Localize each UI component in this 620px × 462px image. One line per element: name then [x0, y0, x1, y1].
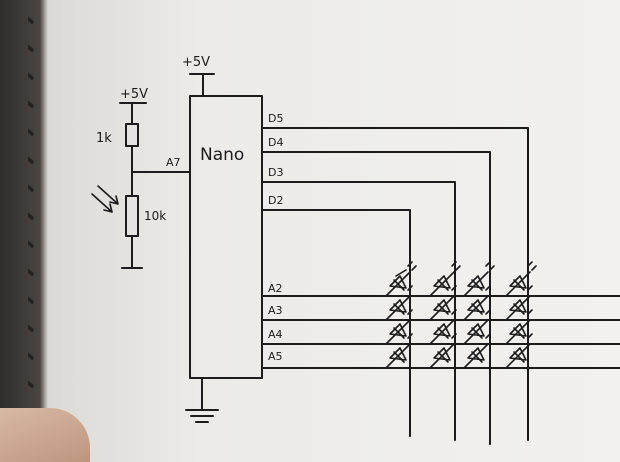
led-matrix: [385, 261, 537, 369]
vcc-top-wire: [189, 73, 215, 97]
led: [385, 309, 413, 345]
led: [505, 309, 533, 345]
led: [505, 261, 537, 297]
led: [429, 261, 461, 297]
resistor-1k: [125, 123, 139, 147]
spiral-binding: [28, 16, 34, 416]
led: [463, 285, 491, 321]
divider-mid-wire: [131, 145, 191, 197]
circuit-diagram: Nano +5V +5V 1k A7 10k D5 D4: [28, 16, 620, 445]
ldr-resistor-label: 10k: [144, 209, 166, 223]
pin-label-d3: D3: [268, 166, 283, 179]
led: [463, 333, 491, 369]
wire-d2: [261, 209, 411, 437]
led: [429, 309, 457, 345]
divider-top-wire: [119, 102, 147, 125]
led: [505, 285, 533, 321]
pin-label-d4: D4: [268, 136, 283, 149]
led: [463, 309, 491, 345]
ground-symbol: [185, 377, 219, 423]
wire-d5: [261, 127, 529, 441]
led: [385, 285, 413, 321]
thumb: [0, 408, 90, 462]
led: [429, 333, 457, 369]
pin-label-a2: A2: [268, 282, 283, 295]
analog-in-label: A7: [166, 156, 181, 169]
wire-d3: [261, 181, 456, 441]
pin-label-a3: A3: [268, 304, 283, 317]
pin-label-a5: A5: [268, 350, 283, 363]
chip-label: Nano: [200, 145, 244, 165]
pin-label-d2: D2: [268, 194, 283, 207]
vcc-divider-label: +5V: [120, 87, 148, 102]
light-arrows-icon: [91, 185, 119, 213]
led: [429, 285, 457, 321]
led: [385, 261, 417, 297]
led: [463, 261, 495, 297]
led: [505, 333, 533, 369]
ldr-resistor: [125, 195, 139, 237]
vcc-top-label: +5V: [182, 55, 210, 70]
led: [385, 333, 413, 369]
pin-label-a4: A4: [268, 328, 283, 341]
pin-label-d5: D5: [268, 112, 283, 125]
resistor-1k-label: 1k: [96, 131, 112, 146]
wire-d4: [261, 151, 491, 445]
divider-ground-wire: [121, 235, 143, 269]
nano-chip: [189, 95, 263, 379]
